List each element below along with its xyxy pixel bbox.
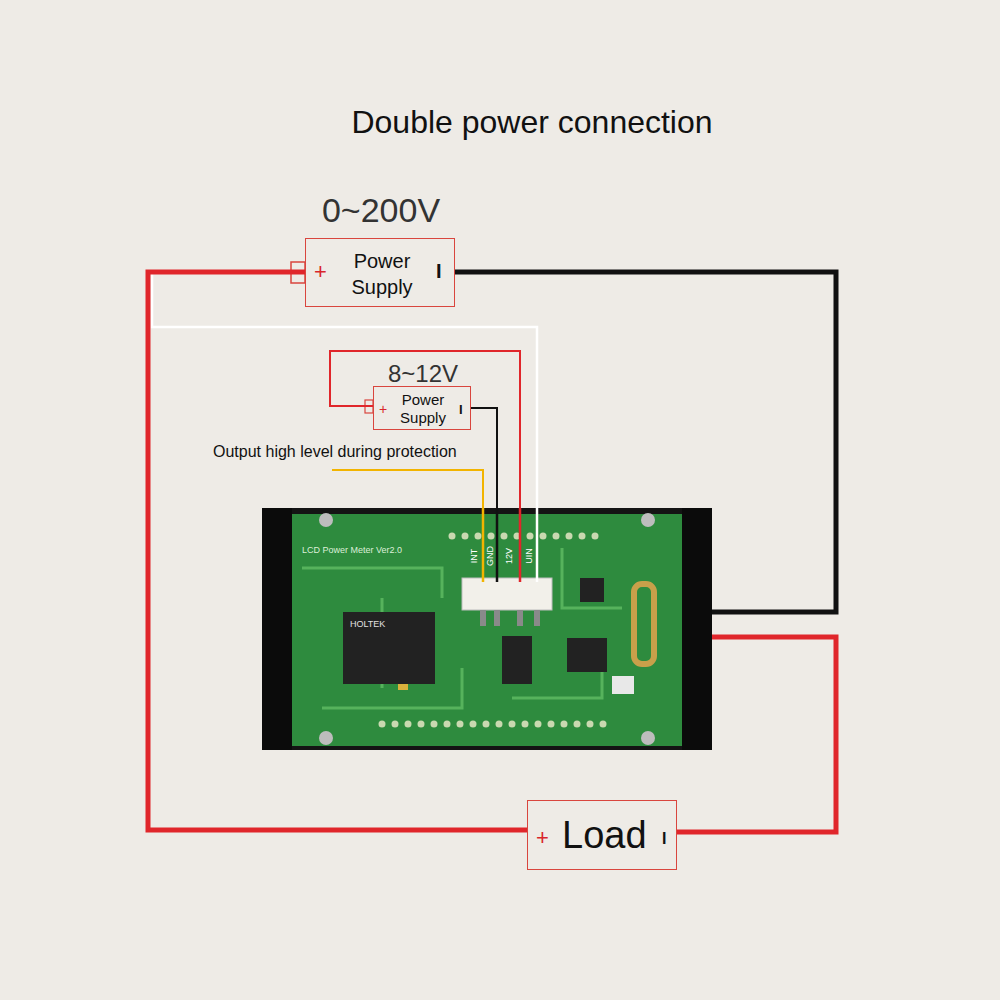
- load-box: + Load I: [527, 800, 677, 870]
- supply-wire: [330, 351, 520, 508]
- note-label: Output high level during protection: [213, 444, 457, 460]
- pin-name: INT: [470, 549, 479, 564]
- polarity-mark: I: [459, 403, 463, 416]
- power-supply-box: 8~12V+Power SupplyI: [373, 386, 471, 430]
- polarity-mark: I: [662, 831, 666, 847]
- diagram-title: Double power connection: [200, 106, 864, 138]
- signal-wire: [332, 470, 483, 510]
- voltage-heading: 0~200V: [281, 193, 481, 227]
- chip-marking: HOLTEK: [350, 620, 385, 629]
- box-label: Power Supply: [336, 248, 428, 300]
- power-meter-module: LCD Power Meter Ver2.0: [262, 508, 712, 750]
- polarity-mark: I: [436, 261, 442, 281]
- sense-wire: [152, 272, 537, 508]
- meter-illustration: [262, 508, 712, 750]
- pin-name: 12V: [504, 548, 513, 564]
- box-label: Load: [562, 816, 647, 854]
- board-print: LCD Power Meter Ver2.0: [302, 546, 402, 555]
- power-supply-box: 0~200V+Power SupplyI: [305, 238, 455, 307]
- polarity-mark: +: [536, 827, 549, 849]
- pin-name: UIN: [524, 548, 533, 564]
- polarity-mark: +: [314, 261, 327, 283]
- voltage-heading: 8~12V: [362, 362, 484, 386]
- pin-name: GND: [486, 546, 495, 566]
- polarity-mark: +: [379, 402, 387, 416]
- ground-wire: [471, 408, 497, 508]
- box-label: Power Supply: [392, 391, 454, 427]
